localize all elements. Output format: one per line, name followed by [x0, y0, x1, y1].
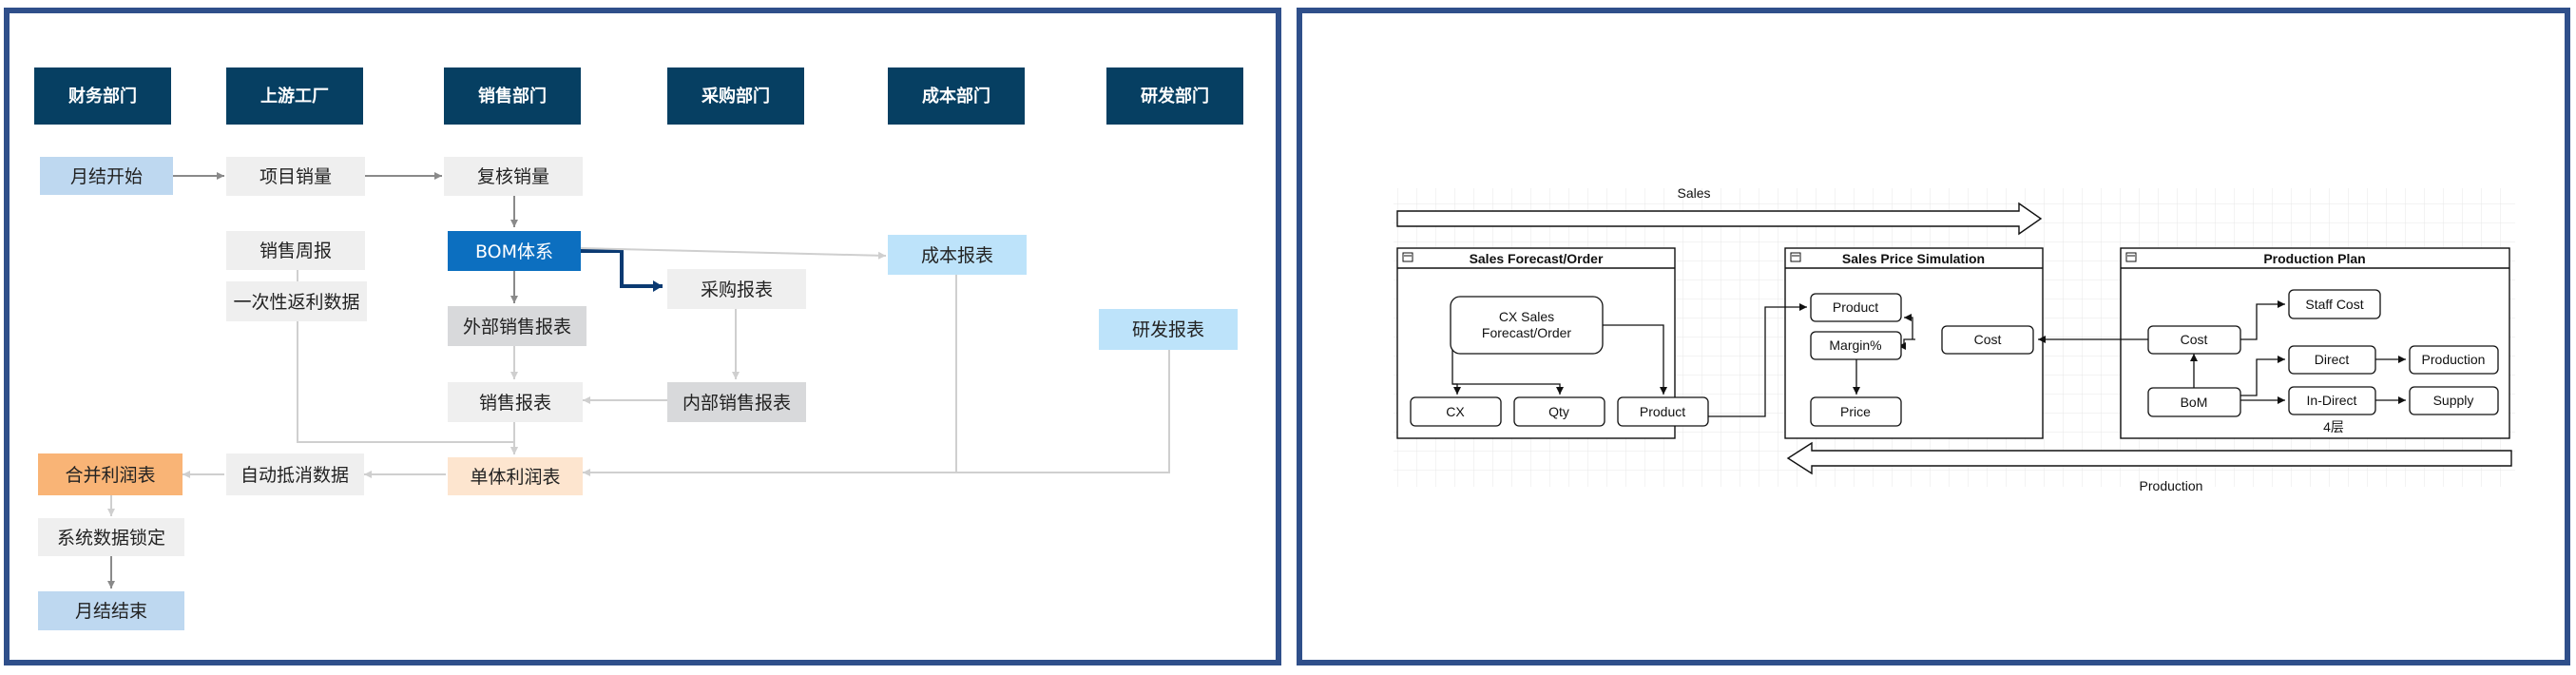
dept-header-sales: 销售部门: [444, 68, 581, 125]
node-in-direct: In-Direct: [2288, 386, 2376, 415]
sales-arrow-label: Sales: [1677, 185, 1710, 201]
node-cx-sales-forecast: CX Sales Forecast/Order: [1450, 296, 1604, 355]
node-cost-production: Cost: [2147, 325, 2241, 355]
box-cost-report: 成本报表: [888, 235, 1027, 275]
svg-text:成本报表: 成本报表: [921, 245, 993, 266]
layer-note: 4层: [2323, 419, 2344, 434]
svg-text:CX: CX: [1446, 404, 1465, 419]
svg-text:Staff Cost: Staff Cost: [2305, 297, 2363, 312]
svg-text:项目销量: 项目销量: [260, 166, 332, 187]
svg-text:月结开始: 月结开始: [70, 166, 143, 187]
left-flowchart-panel: 财务部门 上游工厂 销售部门 采购部门 成本部门 研发部门: [4, 8, 1281, 665]
box-month-start: 月结开始: [40, 157, 173, 195]
box-system-lock: 系统数据锁定: [38, 518, 184, 556]
svg-text:复核销量: 复核销量: [477, 166, 549, 187]
svg-text:成本部门: 成本部门: [922, 86, 990, 106]
node-bom: BoM: [2147, 387, 2241, 417]
node-cost-price: Cost: [1941, 325, 2034, 355]
box-month-end: 月结结束: [38, 591, 184, 630]
box-review-sales: 复核销量: [444, 157, 583, 196]
box-sales-report: 销售报表: [448, 382, 583, 422]
svg-text:Price: Price: [1840, 404, 1871, 419]
line-rd-to-single-pl: [956, 350, 1170, 473]
arrow-cost-to-product: [1904, 314, 1913, 339]
production-arrow-label: Production: [2140, 478, 2203, 493]
arrow-cxsales-to-product: [1603, 324, 1667, 395]
svg-text:上游工厂: 上游工厂: [260, 86, 329, 106]
svg-text:Sales Forecast/Order: Sales Forecast/Order: [1470, 251, 1604, 266]
node-staff-cost: Staff Cost: [2288, 289, 2381, 319]
dept-header-finance: 财务部门: [34, 68, 171, 125]
node-product-forecast: Product: [1617, 396, 1709, 427]
svg-text:采购报表: 采购报表: [701, 280, 773, 300]
svg-text:Cost: Cost: [2181, 332, 2208, 347]
svg-text:Forecast/Order: Forecast/Order: [1482, 325, 1571, 340]
svg-text:一次性返利数据: 一次性返利数据: [233, 292, 359, 313]
node-qty: Qty: [1513, 396, 1605, 427]
svg-text:自动抵消数据: 自动抵消数据: [240, 465, 349, 486]
svg-text:BoM: BoM: [2181, 395, 2208, 410]
svg-text:In-Direct: In-Direct: [2307, 393, 2357, 408]
box-internal-sales-report: 内部销售报表: [667, 382, 806, 422]
box-purchase-report: 采购报表: [667, 269, 806, 309]
svg-text:单体利润表: 单体利润表: [470, 467, 560, 488]
node-price: Price: [1810, 396, 1902, 427]
box-one-time-rebate: 一次性返利数据: [226, 281, 367, 321]
sales-flow-arrow: Sales: [1396, 185, 2043, 236]
node-product-price: Product: [1810, 293, 1902, 322]
arrow-product-to-product: [1664, 303, 1807, 417]
finance-flowchart: 财务部门 上游工厂 销售部门 采购部门 成本部门 研发部门: [34, 68, 1243, 630]
svg-text:Cost: Cost: [1974, 332, 2002, 347]
svg-text:Production: Production: [2422, 352, 2486, 367]
box-external-sales-report: 外部销售报表: [448, 306, 586, 346]
svg-text:财务部门: 财务部门: [68, 86, 137, 106]
svg-text:Product: Product: [1640, 404, 1685, 419]
svg-text:Product: Product: [1833, 299, 1878, 315]
node-production: Production: [2409, 345, 2499, 375]
arrow-bom-to-cost: [580, 247, 887, 260]
svg-text:销售部门: 销售部门: [478, 86, 547, 106]
svg-text:销售周报: 销售周报: [260, 241, 332, 261]
svg-text:采购部门: 采购部门: [701, 86, 770, 106]
svg-text:Production Plan: Production Plan: [2263, 251, 2365, 266]
svg-text:Sales Price Simulation: Sales Price Simulation: [1842, 251, 1985, 266]
svg-text:BOM体系: BOM体系: [475, 241, 553, 262]
box-rd-report: 研发报表: [1099, 309, 1238, 350]
planning-diagram: Sales Production Sales Forecast/Order Sa…: [1394, 185, 2515, 493]
svg-text:Supply: Supply: [2433, 393, 2474, 408]
svg-text:研发报表: 研发报表: [1132, 319, 1204, 340]
box-single-pl: 单体利润表: [448, 457, 583, 495]
svg-text:研发部门: 研发部门: [1141, 86, 1209, 106]
box-sales-weekly: 销售周报: [226, 231, 365, 270]
node-margin: Margin%: [1810, 331, 1902, 360]
dept-header-purchasing: 采购部门: [667, 68, 804, 125]
arrow-cost-to-staff: [2240, 300, 2285, 340]
svg-text:外部销售报表: 外部销售报表: [463, 317, 571, 338]
flow-connectors: [107, 172, 1170, 588]
box-project-sales: 项目销量: [226, 157, 365, 196]
arrow-bom-to-direct: [2240, 356, 2285, 396]
arrow-bom-to-purchase: [581, 249, 663, 292]
box-consolidated-pl: 合并利润表: [38, 453, 183, 495]
right-diagram-panel: Sales Production Sales Forecast/Order Sa…: [1297, 8, 2570, 665]
node-direct: Direct: [2288, 345, 2376, 375]
production-flow-arrow: Production: [1786, 441, 2512, 493]
dept-header-upstream-factory: 上游工厂: [226, 68, 363, 125]
box-auto-offset: 自动抵消数据: [226, 453, 364, 495]
svg-text:内部销售报表: 内部销售报表: [682, 393, 791, 414]
dept-header-cost: 成本部门: [888, 68, 1025, 125]
box-bom-system: BOM体系: [448, 231, 581, 271]
svg-text:Margin%: Margin%: [1829, 338, 1881, 353]
svg-text:Direct: Direct: [2315, 352, 2350, 367]
svg-text:合并利润表: 合并利润表: [65, 465, 155, 486]
svg-text:月结结束: 月结结束: [75, 601, 147, 622]
arrow-cxsales-to-qty: [1452, 383, 1564, 395]
dept-header-rd: 研发部门: [1106, 68, 1243, 125]
svg-text:Qty: Qty: [1548, 404, 1569, 419]
svg-text:CX Sales: CX Sales: [1499, 309, 1554, 324]
svg-text:销售报表: 销售报表: [479, 393, 551, 414]
svg-text:系统数据锁定: 系统数据锁定: [57, 528, 165, 549]
node-supply: Supply: [2409, 386, 2499, 415]
node-cx: CX: [1410, 396, 1502, 427]
